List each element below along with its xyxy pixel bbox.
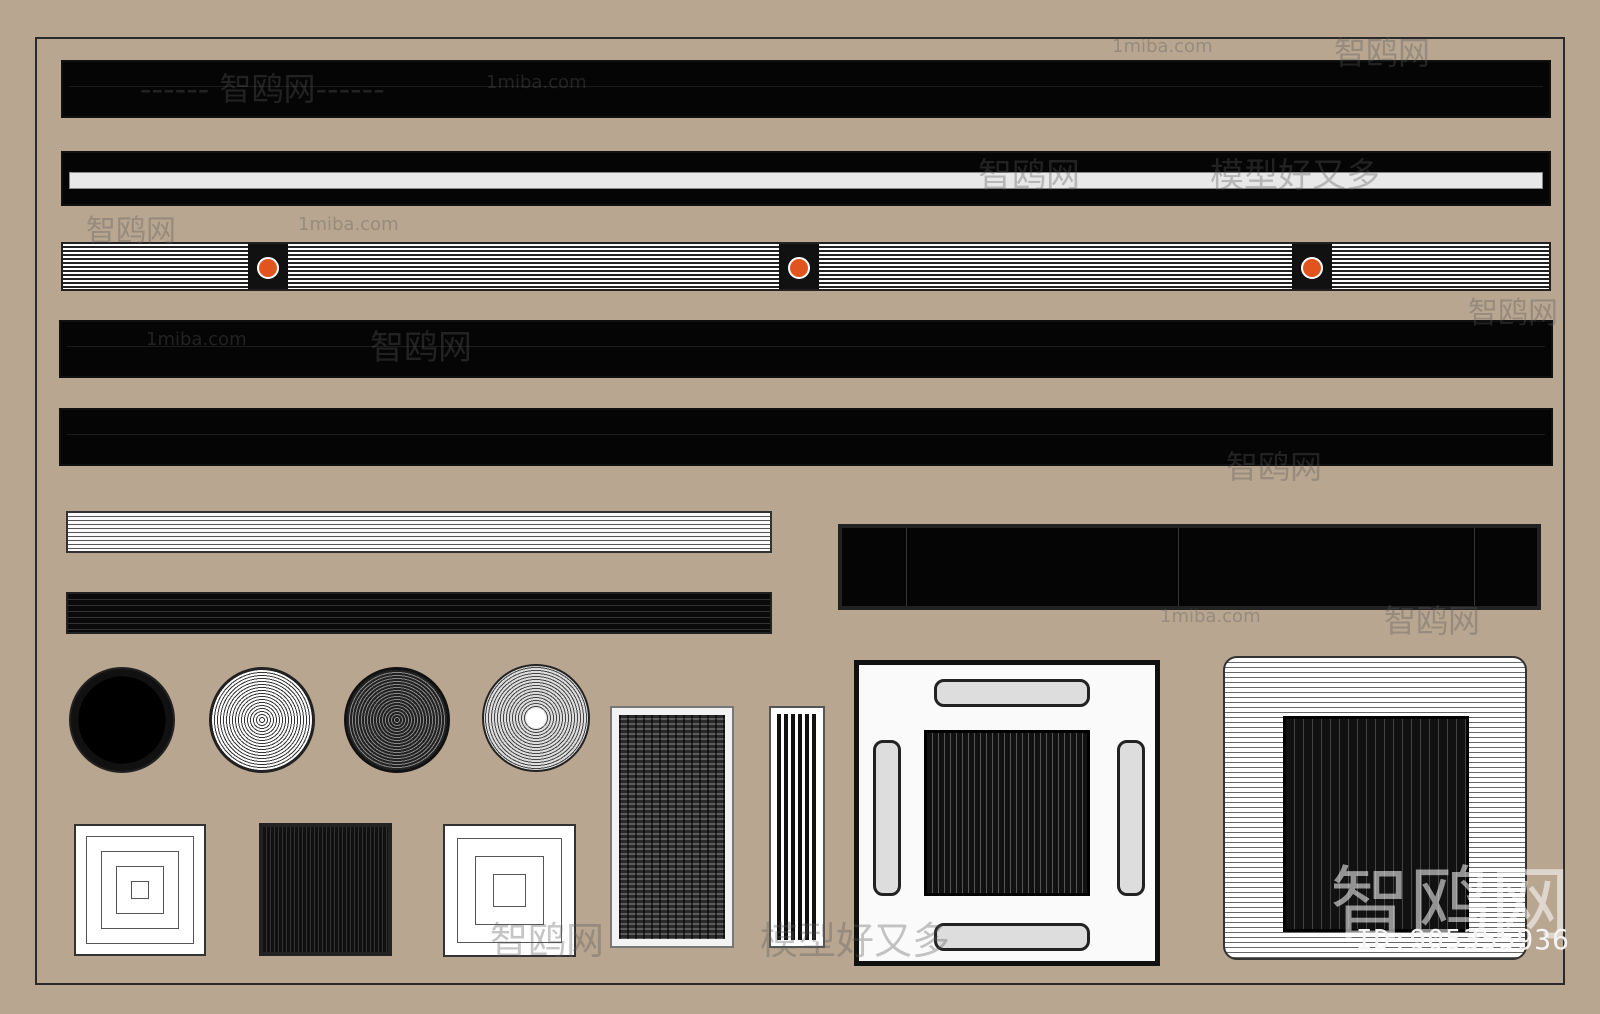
white-strip: [69, 172, 1543, 189]
watermark-brand: 智鸥网: [1384, 602, 1481, 640]
watermark-brand: 智鸥网: [1468, 296, 1558, 331]
watermark: ------ 智鸥网------: [140, 70, 385, 108]
watermark-site: 1miba.com: [298, 214, 399, 235]
slot-diffuser-black-1: [61, 60, 1551, 118]
sheet-frame: [35, 37, 1565, 985]
orange-light-icon: [788, 257, 810, 279]
watermark-brand-large: 智鸥网: [1330, 858, 1570, 951]
round-diffuser-center-white: [482, 664, 590, 772]
orange-light-icon: [1301, 257, 1323, 279]
vertical-louver-grille: [769, 706, 825, 948]
return-grille-black: [838, 524, 1541, 610]
light-node: [1292, 244, 1332, 289]
watermark-brand: 智鸥网: [1226, 448, 1323, 486]
watermark-slogan: 模型好又多: [1210, 156, 1380, 196]
image-id-label: ID:905355936: [1355, 923, 1570, 956]
cassette-ac-unit-2: [1223, 656, 1527, 960]
light-node: [248, 244, 288, 289]
slot-diffuser-black-2: [59, 320, 1553, 378]
round-diffuser-white-mesh: [209, 667, 315, 773]
round-diffuser-dark-mesh: [344, 667, 450, 773]
slot-diffuser-black-3: [59, 408, 1553, 466]
watermark-brand: 智鸥网: [490, 919, 605, 963]
watermark-brand: 智鸥网: [86, 214, 176, 249]
cassette-center-panel: [1283, 716, 1469, 932]
watermark-site: 1miba.com: [1112, 36, 1213, 57]
rectangular-grille-mesh: [610, 706, 734, 948]
square-grille-black: [259, 823, 392, 956]
linear-grille-white: [66, 511, 772, 553]
watermark-brand: 智鸥网: [370, 328, 472, 368]
linear-diffuser-with-lights: [61, 242, 1551, 291]
cassette-center-panel: [924, 730, 1090, 896]
orange-light-icon: [257, 257, 279, 279]
watermark-brand: 智鸥网: [1334, 34, 1431, 72]
watermark-site: 1miba.com: [146, 329, 247, 350]
watermark-slogan: 模型好又多: [760, 919, 951, 963]
square-diffuser-white-2: [443, 824, 576, 957]
light-node: [779, 244, 819, 289]
slot-diffuser-with-strip: [61, 151, 1551, 206]
cassette-ac-unit-1: [854, 660, 1160, 966]
watermark-brand: 智鸥网: [978, 156, 1080, 196]
round-diffuser-black: [69, 667, 175, 773]
square-diffuser-white-1: [74, 824, 206, 956]
linear-grille-black: [66, 592, 772, 634]
watermark-site: 1miba.com: [1160, 606, 1261, 627]
watermark-site: 1miba.com: [486, 72, 587, 93]
